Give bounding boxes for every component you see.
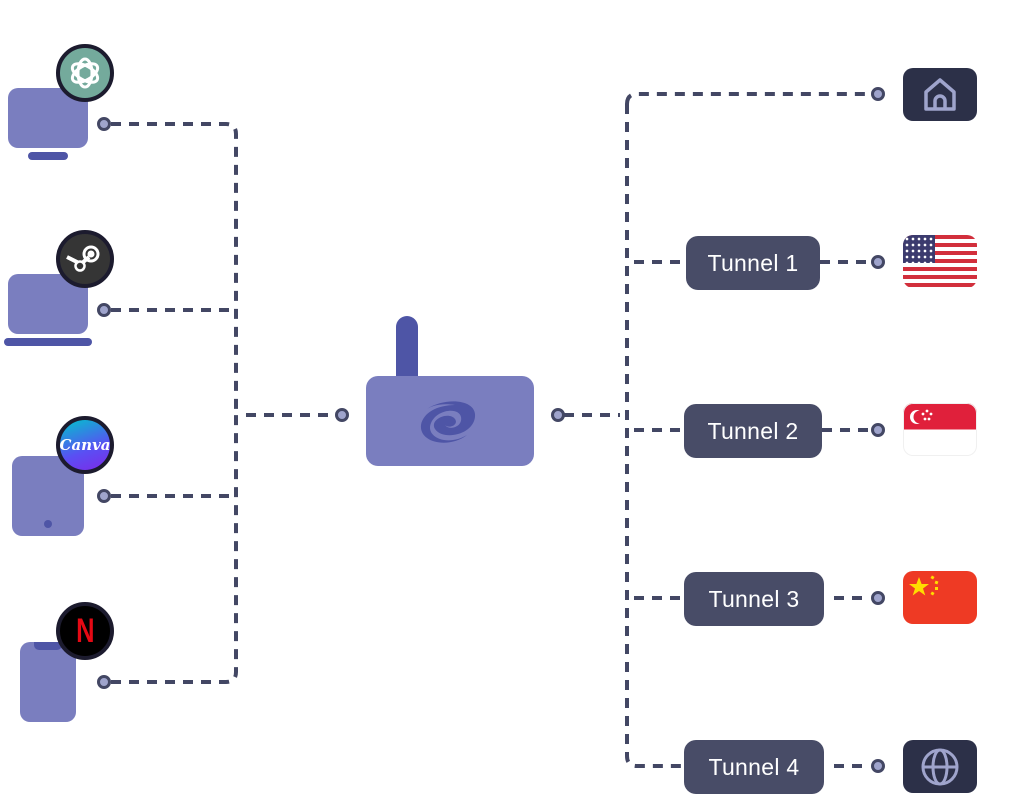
wire-trunk bbox=[625, 92, 870, 105]
laptop-base bbox=[4, 338, 92, 346]
device-port-3 bbox=[97, 489, 111, 503]
globe-icon bbox=[903, 740, 977, 793]
device-port-4 bbox=[97, 675, 111, 689]
router-port-in bbox=[335, 408, 349, 422]
device-port-2 bbox=[97, 303, 111, 317]
router-port-out bbox=[551, 408, 565, 422]
china-flag-icon bbox=[903, 571, 977, 624]
device-port-1 bbox=[97, 117, 111, 131]
endpoint-port-sg bbox=[871, 423, 885, 437]
phone-notch bbox=[34, 642, 62, 650]
tablet-home-button bbox=[44, 520, 52, 528]
tunnel-3-label[interactable]: Tunnel 3 bbox=[684, 572, 824, 626]
phone-body bbox=[20, 642, 76, 722]
router-antenna bbox=[396, 316, 418, 386]
tunnel-2-label[interactable]: Tunnel 2 bbox=[684, 404, 822, 458]
endpoint-port-cn bbox=[871, 591, 885, 605]
tunnel-4-label[interactable]: Tunnel 4 bbox=[684, 740, 824, 794]
netflix-logo-text: N bbox=[75, 611, 95, 650]
galaxy-swirl-icon bbox=[420, 401, 476, 443]
router-body bbox=[366, 376, 534, 466]
singapore-flag-icon bbox=[903, 403, 977, 456]
tunnel-1-label[interactable]: Tunnel 1 bbox=[686, 236, 820, 290]
desktop-stand bbox=[28, 152, 68, 160]
wire-trunk-vertical bbox=[625, 104, 684, 768]
us-flag-canton bbox=[903, 235, 935, 263]
us-flag-icon bbox=[903, 235, 977, 288]
steam-logo-icon bbox=[56, 230, 114, 288]
canva-logo-text: Canva bbox=[59, 436, 111, 454]
endpoint-port-us bbox=[871, 255, 885, 269]
chatgpt-logo-icon bbox=[56, 44, 114, 102]
endpoint-port-internet bbox=[871, 759, 885, 773]
home-icon bbox=[903, 68, 977, 121]
canva-logo-icon: Canva bbox=[56, 416, 114, 474]
wire-device-4 bbox=[111, 415, 238, 684]
netflix-logo-icon: N bbox=[56, 602, 114, 660]
wire-device-1 bbox=[111, 122, 238, 415]
endpoint-port-home bbox=[871, 87, 885, 101]
